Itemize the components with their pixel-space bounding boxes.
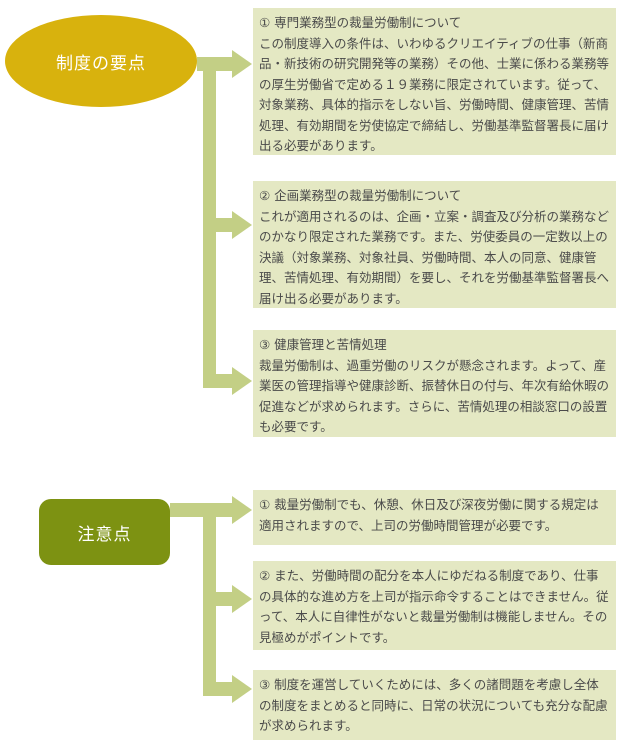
connector-branch-1-3 [203, 374, 236, 388]
connector-trunk-2 [203, 504, 216, 696]
connector-arrow-2-1 [232, 496, 252, 524]
caution-box-3: ③ 制度を運営していくためには、多くの諸問題を考慮し全体の制度をまとめると同時に… [253, 670, 616, 740]
connector-trunk-1 [203, 58, 216, 387]
connector-branch-2-1 [216, 503, 236, 517]
section-label-key-points-text: 制度の要点 [56, 53, 146, 74]
connector-branch-1-2 [216, 218, 236, 232]
section-label-cautions: 注意点 [39, 499, 170, 565]
key-point-body-3: 裁量労働制は、過重労働のリスクが懸念されます。よって、産業医の管理指導や健康診断… [259, 357, 610, 435]
key-point-body-1: この制度導入の条件は、いわゆるクリエイティブの仕事（新商品・新技術の研究開発等の… [259, 35, 610, 154]
caution-box-1: ① 裁量労働制でも、休憩、休日及び深夜労働に関する規定は適用されますので、上司の… [253, 490, 616, 545]
key-point-title-3: ③ 健康管理と苦情処理 [259, 337, 387, 352]
key-point-box-2: ② 企画業務型の裁量労働制について これが適用されるのは、企画・立案・調査及び分… [253, 181, 616, 308]
key-point-box-1: ① 専門業務型の裁量労働制について この制度導入の条件は、いわゆるクリエイティブ… [253, 8, 616, 155]
caution-text-2: ② また、労働時間の配分を本人にゆだねる制度であり、仕事の具体的な進め方を上司が… [259, 568, 609, 645]
key-point-box-3: ③ 健康管理と苦情処理 裁量労働制は、過重労働のリスクが懸念されます。よって、産… [253, 330, 616, 437]
connector-arrow-1-3 [232, 367, 252, 395]
connector-stem-2 [170, 503, 217, 517]
connector-arrow-1-1 [232, 50, 252, 78]
connector-branch-1-1 [216, 57, 236, 71]
caution-text-1: ① 裁量労働制でも、休憩、休日及び深夜労働に関する規定は適用されますので、上司の… [259, 497, 599, 533]
key-point-title-1: ① 専門業務型の裁量労働制について [259, 15, 462, 30]
caution-box-2: ② また、労働時間の配分を本人にゆだねる制度であり、仕事の具体的な進め方を上司が… [253, 561, 616, 650]
section-label-key-points: 制度の要点 [5, 15, 197, 107]
connector-branch-2-2 [216, 592, 236, 606]
connector-branch-2-3 [203, 682, 236, 696]
connector-arrow-1-2 [232, 211, 252, 239]
caution-text-3: ③ 制度を運営していくためには、多くの諸問題を考慮し全体の制度をまとめると同時に… [259, 677, 608, 733]
connector-arrow-2-2 [232, 585, 252, 613]
key-point-title-2: ② 企画業務型の裁量労働制について [259, 188, 462, 203]
key-point-body-2: これが適用されるのは、企画・立案・調査及び分析の業務などのかなり限定された業務で… [259, 208, 610, 306]
section-label-cautions-text: 注意点 [77, 524, 132, 545]
connector-arrow-2-3 [232, 675, 252, 703]
connector-stem-1 [197, 57, 217, 71]
